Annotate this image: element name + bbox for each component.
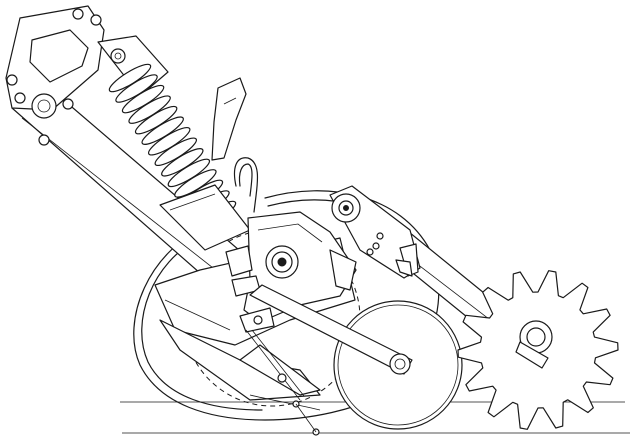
pivot-arm — [329, 185, 421, 279]
bracket-bolt-icon — [72, 8, 84, 20]
closing-bracket — [225, 211, 357, 333]
bracket-bolt-icon — [6, 74, 18, 86]
star-wheel-hub — [515, 320, 553, 369]
bracket-bolt-icon — [14, 92, 26, 104]
seed-tube-detail — [245, 329, 320, 436]
pivot-bolt-icon — [31, 93, 57, 119]
mounting-bracket — [5, 5, 105, 146]
depth-adjust-handle — [211, 77, 247, 161]
hook-rod — [233, 157, 259, 213]
bracket-bolt-icon — [90, 14, 102, 26]
closing-wheel — [249, 284, 463, 430]
